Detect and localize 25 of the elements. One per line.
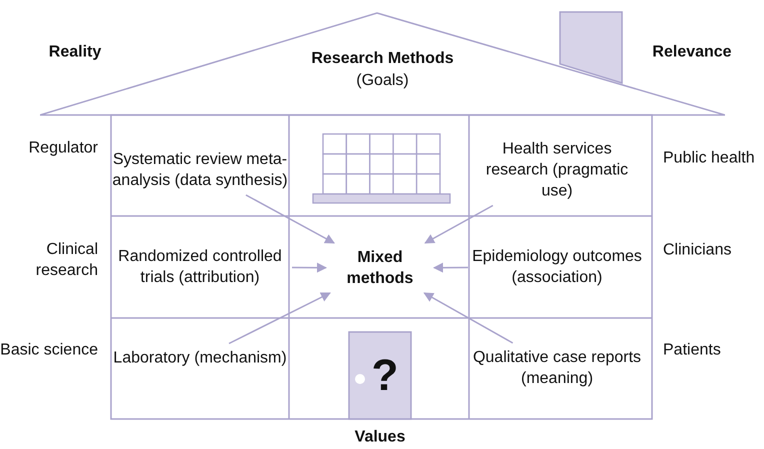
method-label: Randomized controlled trials (attribution)	[112, 246, 288, 288]
side-heading: Reality	[48, 42, 102, 62]
arrow	[228, 292, 331, 344]
method-label: Health services research (pragmatic use)	[472, 138, 642, 202]
center-label: Mixed methods	[330, 247, 430, 289]
side-heading: Relevance	[652, 42, 732, 62]
row-label: Regulator	[28, 138, 98, 158]
row-label: Clinicians	[663, 240, 732, 260]
arrow	[433, 262, 468, 273]
roof-subtitle: (Goals)	[356, 72, 409, 90]
arrow	[423, 292, 514, 344]
roof-heading: Research Methods	[311, 50, 454, 68]
arrow	[292, 262, 327, 273]
foundation-label: Values	[354, 428, 406, 448]
question-mark: ?	[372, 354, 398, 398]
method-label: Laboratory (mechanism)	[113, 348, 287, 368]
method-label: Qualitative case reports (meaning)	[472, 347, 642, 389]
row-label: Patients	[663, 340, 721, 360]
arrow	[424, 204, 494, 244]
row-label: Basic science	[0, 340, 98, 360]
arrow	[246, 194, 335, 244]
row-label: Clinical research	[34, 240, 98, 281]
method-label: Systematic review meta-analysis (data synthesis)	[112, 149, 288, 191]
method-label: Epidemiology outcomes (association)	[472, 246, 642, 288]
row-label: Public health	[663, 148, 755, 168]
